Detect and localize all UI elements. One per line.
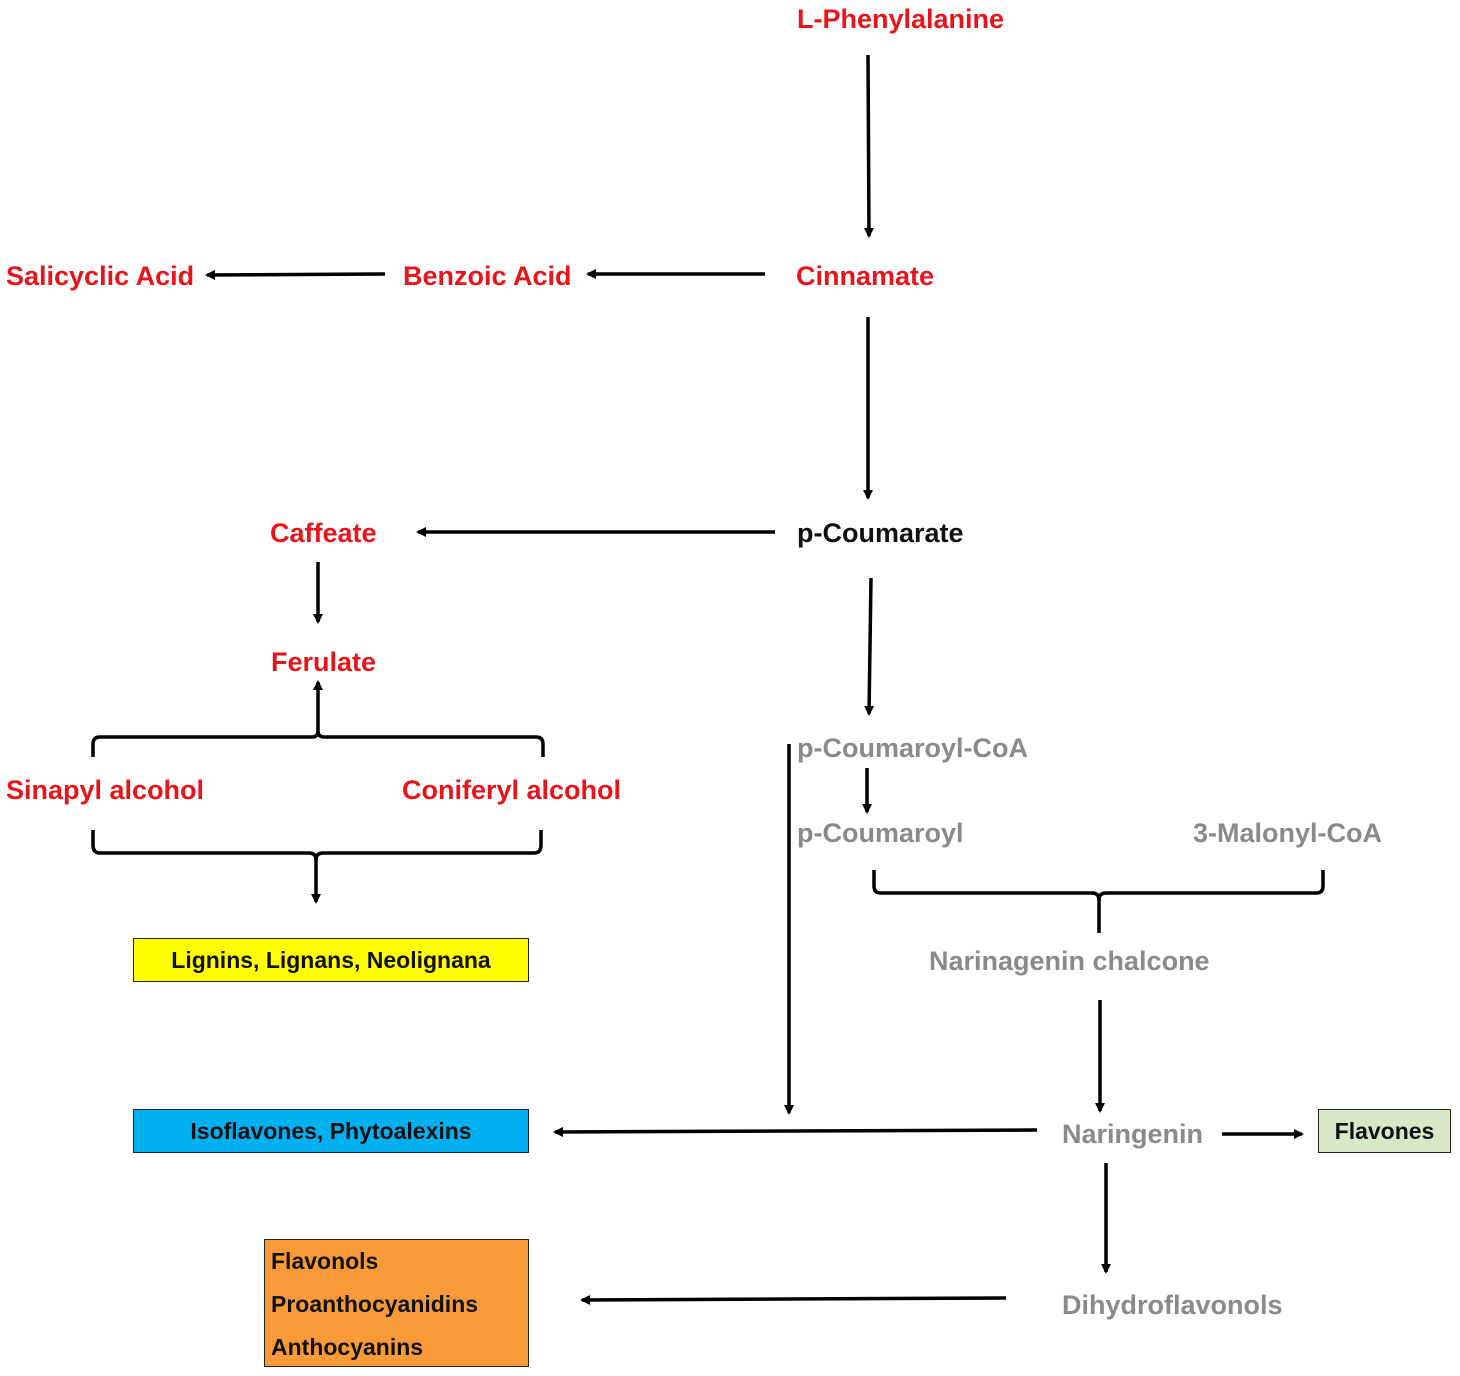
- arrow-dihydroflavonols-to-flavonols: [580, 1294, 1007, 1305]
- node-sinapyl-alcohol: Sinapyl alcohol: [6, 775, 205, 805]
- node-naringenin: Naringenin: [1062, 1119, 1204, 1149]
- bracket-bottom-alcohols: [91, 830, 543, 861]
- node-p-coumaroyl-coa: p-Coumaroyl-CoA: [797, 733, 1028, 763]
- arrow-naringenin-to-isoflavones: [553, 1126, 1038, 1137]
- product-flavones-box: Flavones: [1318, 1109, 1451, 1153]
- arrow-benzoic-to-salicylic: [205, 269, 386, 280]
- bracket-top-alcohols: [91, 730, 545, 757]
- product-lignins-box: Lignins, Lignans, Neolignana: [133, 938, 529, 982]
- node-coniferyl-alcohol: Coniferyl alcohol: [402, 775, 622, 805]
- node-l-phenylalanine: L-Phenylalanine: [797, 4, 1005, 34]
- node-caffeate: Caffeate: [270, 518, 377, 548]
- product-proanthocyanidins: Proanthocyanidins: [271, 1291, 479, 1317]
- node-salicylic-acid: Salicyclic Acid: [6, 261, 195, 291]
- product-isoflavones-box: Isoflavones, Phytoalexins: [133, 1109, 529, 1153]
- node-benzoic-acid: Benzoic Acid: [403, 261, 572, 291]
- product-flavonols-box: Flavonols Proanthocyanidins Anthocyanins: [264, 1239, 529, 1367]
- arrow-coumarate-to-coumaroyl-coa: [864, 577, 875, 716]
- arrow-phenylalanine-to-cinnamate: [863, 54, 874, 238]
- node-p-coumarate: p-Coumarate: [797, 518, 964, 548]
- product-flavonols: Flavonols: [271, 1248, 379, 1274]
- node-ferulate: Ferulate: [271, 647, 377, 677]
- node-p-coumaroyl: p-Coumaroyl: [797, 818, 964, 848]
- node-cinnamate: Cinnamate: [796, 261, 935, 291]
- node-dihydroflavonols: Dihydroflavonols: [1062, 1290, 1283, 1320]
- bracket-coumaroyl-malonyl: [872, 870, 1325, 901]
- node-naringenin-chalcone: Narinagenin chalcone: [929, 946, 1210, 976]
- product-anthocyanins: Anthocyanins: [271, 1334, 424, 1360]
- node-3-malonyl-coa: 3-Malonyl-CoA: [1193, 818, 1382, 848]
